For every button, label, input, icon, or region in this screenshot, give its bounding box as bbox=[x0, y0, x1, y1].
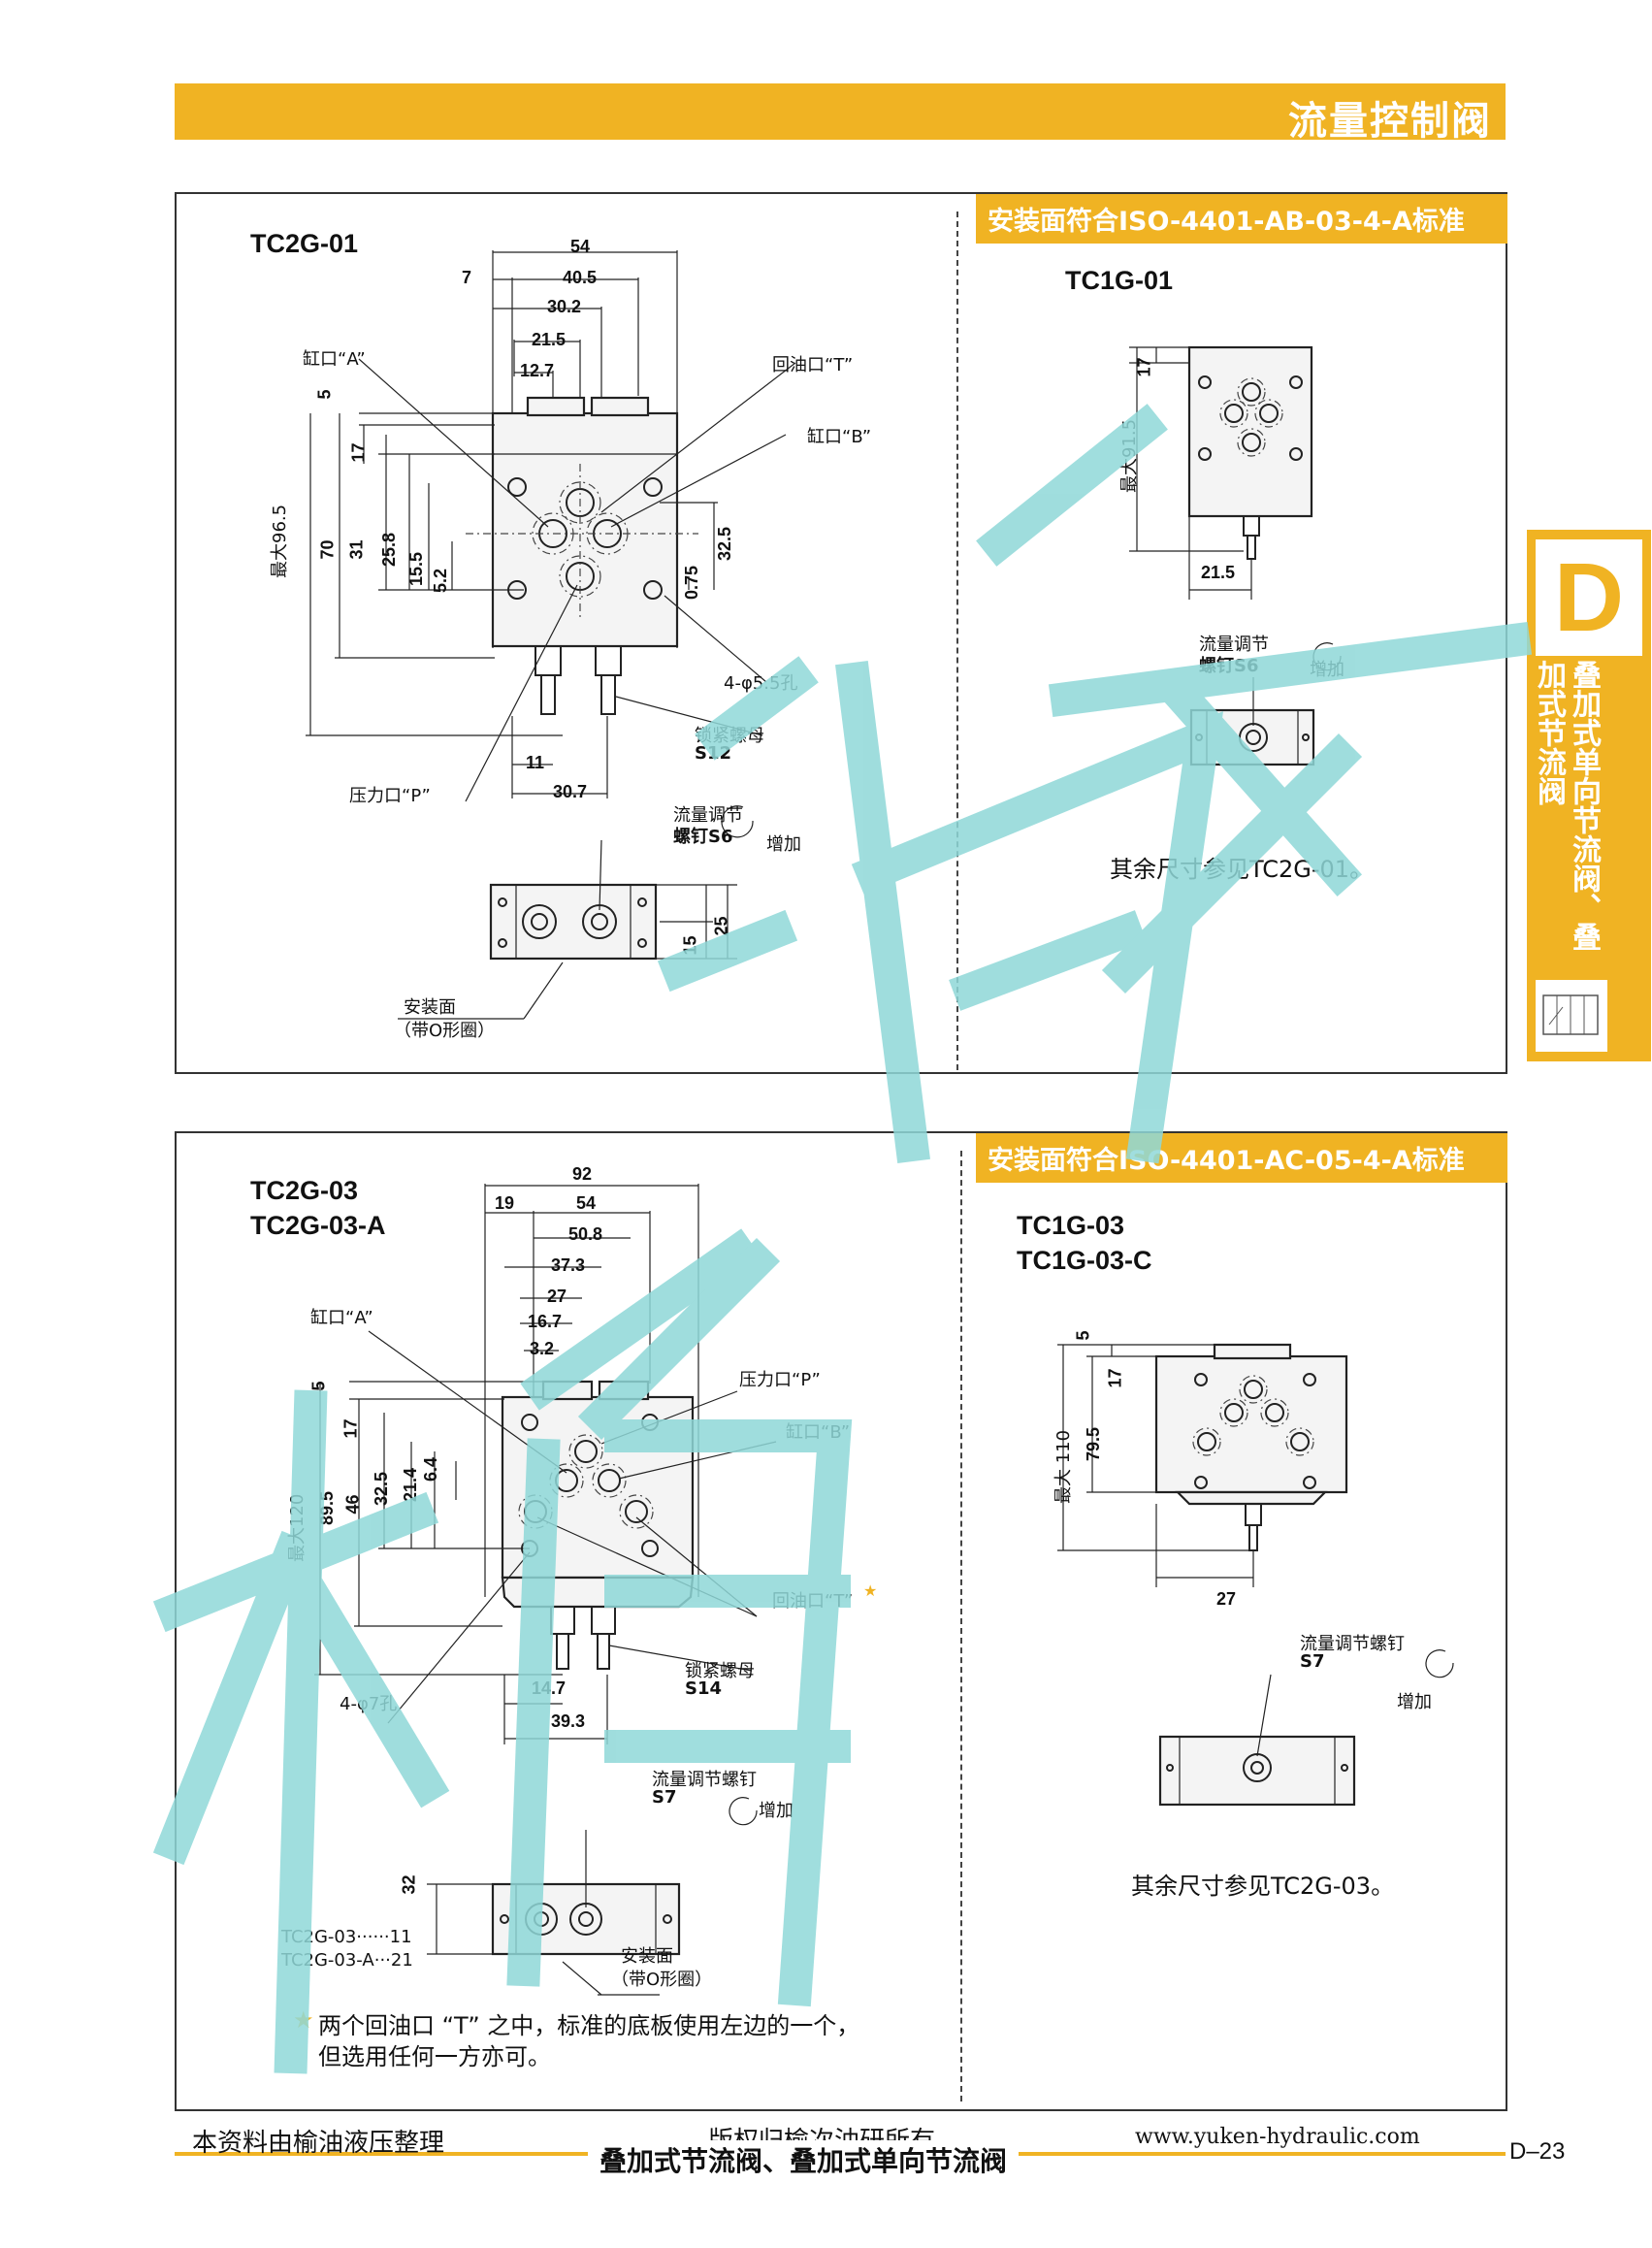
dim-50-8: 50.8 bbox=[568, 1224, 603, 1244]
side-tab-text: 叠加式单向节流阀、叠加式节流阀 bbox=[1532, 660, 1601, 951]
dim-12-7: 12.7 bbox=[520, 361, 555, 380]
dim-31: 31 bbox=[346, 539, 367, 560]
footer-page-number: D–23 bbox=[1509, 2138, 1566, 2165]
model-tc2g-01: TC2G-01 bbox=[250, 229, 359, 258]
dim-7: 7 bbox=[462, 268, 472, 287]
dim-46: 46 bbox=[342, 1494, 363, 1515]
label-holes-2: 4-φ7孔 bbox=[340, 1694, 398, 1714]
dim-16-7: 16.7 bbox=[528, 1312, 563, 1331]
label-adj-screw-size-r1: 螺钉S6 bbox=[1199, 656, 1259, 676]
label-max-height-r1: 最大91.5 bbox=[1119, 418, 1140, 493]
dim-21-5: 21.5 bbox=[532, 330, 567, 349]
dim-54-2: 54 bbox=[576, 1193, 597, 1213]
dim-39-3: 39.3 bbox=[551, 1711, 586, 1731]
page-title: 流量控制阀 bbox=[1288, 99, 1492, 144]
dim-14-7: 14.7 bbox=[532, 1678, 567, 1698]
star-icon: ★ bbox=[293, 2006, 314, 2034]
dim-30-7: 30.7 bbox=[553, 782, 588, 801]
dim-15-5: 15.5 bbox=[406, 551, 427, 587]
dim-5-2: 5.2 bbox=[431, 568, 451, 594]
dim-r5: 5 bbox=[1073, 1330, 1093, 1341]
dim-89-5: 89.5 bbox=[317, 1490, 338, 1526]
dim-25: 25 bbox=[711, 916, 731, 936]
label-code-2: TC2G-03-A···21 bbox=[281, 1950, 413, 1971]
dim-92: 92 bbox=[572, 1164, 593, 1184]
label-mount-face-3: 安装面 bbox=[621, 1946, 673, 1967]
star-note-line-2: 但选用任何一方亦可。 bbox=[318, 2043, 551, 2070]
dim-11: 11 bbox=[526, 753, 545, 772]
label-code-1: TC2G-03······11 bbox=[281, 1927, 412, 1947]
dim-3-2: 3.2 bbox=[530, 1339, 555, 1358]
label-mount-face-2: （带O形圈） bbox=[394, 1021, 496, 1041]
label-max-height-1: 最大96.5 bbox=[270, 504, 290, 578]
label-port-b-2: 缸口“B” bbox=[786, 1422, 851, 1443]
label-port-t-2: 回油口“T” bbox=[772, 1591, 854, 1612]
star-note-line-1: 两个回油口 “T” 之中，标准的底板使用左边的一个， bbox=[318, 2012, 860, 2039]
label-adj-screw-size-1: 螺钉S6 bbox=[673, 827, 733, 847]
dim-27: 27 bbox=[547, 1287, 567, 1306]
label-port-a-1: 缸口“A” bbox=[303, 349, 366, 370]
dim-25-8: 25.8 bbox=[379, 532, 400, 568]
label-mount-face-4: （带O形圈） bbox=[611, 1970, 713, 1990]
label-lock-nut-size-1: S12 bbox=[695, 743, 732, 764]
dim-21-4: 21.4 bbox=[401, 1467, 421, 1503]
side-tab-letter: D bbox=[1536, 539, 1642, 656]
footer-source-note: 本资料由榆油液压整理 bbox=[192, 2129, 445, 2158]
tc2g-01-drawing bbox=[306, 250, 796, 1020]
model-tc1g-01: TC1G-01 bbox=[1065, 266, 1174, 295]
label-port-a-2: 缸口“A” bbox=[310, 1308, 373, 1328]
tc1g-03-drawing bbox=[1057, 1343, 1454, 1807]
dim-40-5: 40.5 bbox=[563, 268, 598, 287]
label-port-p-2: 压力口“P” bbox=[739, 1370, 821, 1390]
dim-r79-5: 79.5 bbox=[1084, 1426, 1104, 1462]
dim-17-2: 17 bbox=[340, 1418, 361, 1439]
footer-url: www.yuken-hydraulic.com bbox=[1135, 2125, 1420, 2149]
label-adj-screw-size-2: S7 bbox=[652, 1787, 677, 1808]
dim-37-3: 37.3 bbox=[551, 1255, 586, 1275]
dim-70: 70 bbox=[317, 539, 338, 560]
label-port-p-1: 压力口“P” bbox=[349, 786, 431, 806]
label-port-t-star-icon: ★ bbox=[863, 1581, 878, 1600]
panel-2-divider bbox=[960, 1151, 962, 2101]
dim-r17: 17 bbox=[1134, 357, 1154, 377]
dim-17: 17 bbox=[348, 442, 369, 463]
footer-section-title: 叠加式节流阀、叠加式单向节流阀 bbox=[588, 2140, 1020, 2179]
model-tc2g-03-a: TC2G-03-A bbox=[250, 1211, 386, 1240]
dim-32: 32 bbox=[399, 1874, 419, 1895]
side-tab-symbol-icon bbox=[1536, 980, 1607, 1052]
reference-note-tc1g-03: 其余尺寸参见TC2G-03。 bbox=[1131, 1873, 1395, 1900]
label-holes-1: 4-φ5.5孔 bbox=[724, 673, 798, 694]
tc1g-01-drawing bbox=[1129, 345, 1342, 766]
dim-32-5-2: 32.5 bbox=[372, 1471, 392, 1507]
dim-0-75: 0.75 bbox=[682, 565, 702, 601]
label-increase-r1: 增加 bbox=[1310, 660, 1344, 680]
label-adj-screw-size-r2: S7 bbox=[1300, 1651, 1325, 1672]
dim-6-4: 6.4 bbox=[421, 1456, 441, 1482]
label-max-height-2: 最大120 bbox=[287, 1493, 308, 1562]
dim-r21-5: 21.5 bbox=[1201, 563, 1236, 582]
dim-19: 19 bbox=[495, 1193, 515, 1213]
model-tc2g-03: TC2G-03 bbox=[250, 1176, 359, 1205]
label-max-height-r2: 最大 110 bbox=[1053, 1429, 1074, 1504]
label-port-b-1: 缸口“B” bbox=[807, 427, 872, 447]
dim-30-2: 30.2 bbox=[547, 297, 582, 316]
label-mount-face-1: 安装面 bbox=[404, 997, 456, 1018]
dim-15: 15 bbox=[680, 935, 700, 956]
dim-r17-2: 17 bbox=[1105, 1368, 1125, 1388]
iso-standard-banner-1: 安装面符合ISO-4401-AB-03-4-A标准 bbox=[976, 194, 1507, 244]
label-adj-screw-r2: 流量调节螺钉 bbox=[1300, 1634, 1405, 1654]
dim-r27: 27 bbox=[1216, 1589, 1237, 1609]
dim-54: 54 bbox=[570, 237, 591, 256]
label-increase-2: 增加 bbox=[759, 1801, 794, 1821]
label-port-t-1: 回油口“T” bbox=[772, 355, 854, 375]
label-increase-1: 增加 bbox=[766, 834, 801, 855]
header-bar: 流量控制阀 bbox=[175, 83, 1506, 144]
panel-1-divider bbox=[956, 212, 958, 1070]
label-increase-r2: 增加 bbox=[1397, 1692, 1432, 1712]
dim-32-5: 32.5 bbox=[715, 526, 735, 562]
label-lock-nut-size-2: S14 bbox=[685, 1678, 723, 1699]
dim-5-2b: 5 bbox=[308, 1381, 329, 1391]
dim-5: 5 bbox=[314, 389, 335, 400]
